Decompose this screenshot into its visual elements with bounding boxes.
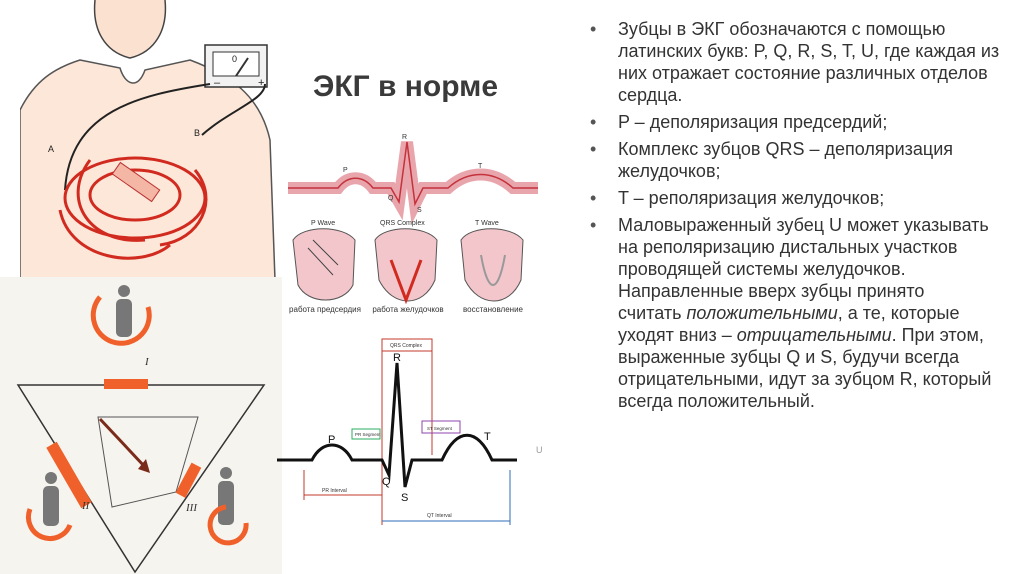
band-r: R [402,134,407,141]
wave-p: P [328,434,335,446]
figure-top [116,285,132,337]
phase-title-p: P Wave [311,220,335,227]
ecg-band-trace [288,142,538,204]
heart-recovery-phase [461,229,523,301]
bullet-item: P – деполяризация предсердий; [588,111,1008,133]
figure-left [43,472,59,526]
caption-recovery: восстановление [463,305,524,314]
u-wave-text-2: считать [618,303,687,323]
bullet-item: Комплекс зубцов QRS – деполяризация желу… [588,138,1008,182]
pr-segment-label: PR Segment [355,432,381,437]
slide-title: ЭКГ в норме [313,70,543,104]
heart-atria-phase [293,229,355,300]
pr-interval-label: PR Interval [322,488,347,494]
band-t: T [478,163,483,170]
lead-a-label: A [48,144,54,154]
heart-phases-figure: P R Q S T P Wave QRS Complex T Wave рабо… [283,130,573,330]
negative-term: отрицательными [737,325,892,345]
ecg-trace [277,363,517,487]
bullet-item-u-wave: Маловыраженный зубец U может указывать н… [588,214,1008,412]
einthoven-triangle-figure: I II III [0,277,282,574]
caption-ventricles: работа желудочков [372,305,443,314]
caption-atria: работа предсердия [289,305,361,314]
bullet-list: Зубцы в ЭКГ обозначаются с помощью латин… [588,18,1008,417]
lead-3-label: III [185,502,198,514]
bullet-item: Зубцы в ЭКГ обозначаются с помощью латин… [588,18,1008,106]
phase-title-qrs: QRS Complex [380,220,425,227]
meter-minus: – [214,77,221,89]
bullet-item: T – реполяризация желудочков; [588,187,1008,209]
lead-2-label: II [81,500,91,512]
qrs-complex-label: QRS Complex [390,343,422,349]
wave-r: R [393,352,401,364]
positive-term: положительными [687,303,838,323]
band-q: Q [388,195,394,202]
lead-b-label: B [194,128,200,138]
lead-1-bar [104,379,148,389]
meter-zero: 0 [232,54,237,64]
u-wave-text: Маловыраженный зубец U может указывать н… [618,215,989,301]
st-segment-label: ST Segment [427,426,453,431]
phase-title-t: T Wave [475,220,499,227]
ecg-waveform-diagram: QRS Complex PR Segment ST Segment P Q R … [272,335,572,535]
band-s: S [417,207,422,214]
heart-ventricle-phase [375,229,437,301]
voltmeter: 0 – + [205,45,267,89]
qt-interval-label: QT Interval [427,513,452,519]
wave-q: Q [382,476,391,488]
wave-u: U [536,445,543,455]
torso-ecg-figure: 0 – + A B [20,0,282,280]
band-p: P [343,167,348,174]
wave-s: S [401,492,408,504]
wave-t: T [484,431,491,443]
